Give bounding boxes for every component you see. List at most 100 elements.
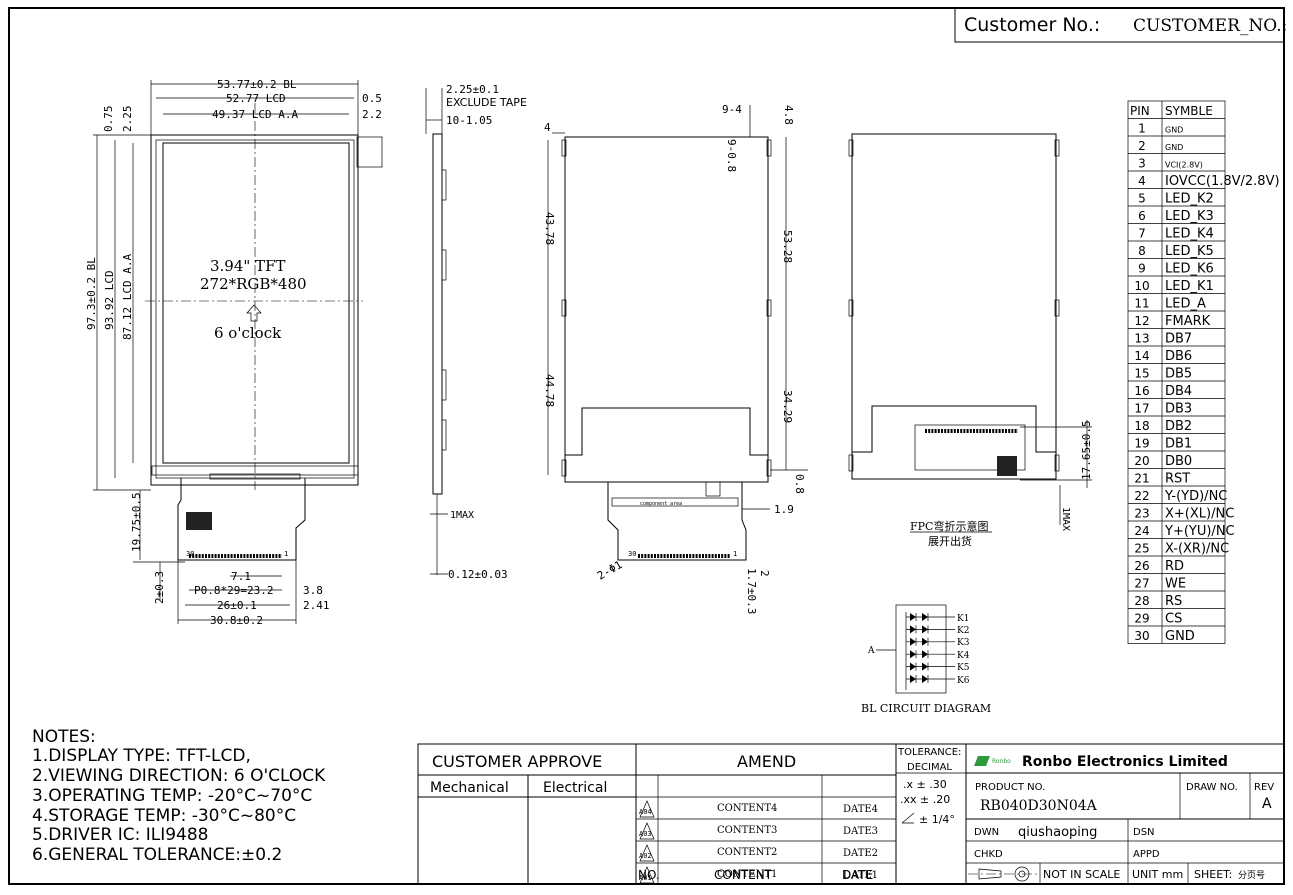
notes-title: NOTES:: [32, 727, 96, 747]
pin-symbol: WE: [1165, 577, 1186, 592]
pin-table-head-pin: PIN: [1130, 104, 1150, 118]
front-view: 53.77±0.2 BL 52.77 LCD 49.37 LCD A.A 0.5…: [85, 78, 383, 627]
fpc-fold-view: 17.65±0.5 1MAX FPC弯折示意图 展开出货: [848, 133, 1093, 548]
note-line-4: 4.STORAGE TEMP: -30°C~80°C: [32, 806, 296, 826]
backlight-outline: [150, 134, 359, 486]
tolerance-label: TOLERANCE:: [897, 747, 961, 758]
side-dim-10: 10-1.05: [446, 114, 492, 127]
dim-19-75: 19.75±0.5: [130, 492, 143, 552]
back-dim-4: 4: [544, 121, 551, 134]
pin-symbol: DB6: [1165, 349, 1192, 364]
side-outline: [432, 133, 443, 495]
bl-k5: K5: [957, 663, 970, 673]
company-name: Ronbo Electronics Limited: [1022, 754, 1228, 770]
fold-fpc: [914, 424, 1026, 471]
projection-symbol-icon: [968, 866, 1040, 882]
viewing-direction-label: 6 o'clock: [214, 324, 282, 342]
dim-aa-height: 87.12 LCD A.A: [121, 254, 134, 340]
back-dim-34-29: 34.29: [781, 390, 794, 423]
sheet-label: SHEET:: [1194, 868, 1232, 881]
note-line-2: 2.VIEWING DIRECTION: 6 O'CLOCK: [32, 766, 326, 786]
dim-30-8: 30.8±0.2: [210, 614, 263, 627]
customer-no-box: Customer No.: CUSTOMER_NO.:: [954, 7, 1287, 43]
side-dim-1max: 1MAX: [450, 510, 474, 521]
note-line-6: 6.GENERAL TOLERANCE:±0.2: [32, 845, 282, 865]
pin-symbol: DB5: [1165, 367, 1192, 382]
back-fpc: [607, 482, 747, 561]
pin-symbol: DB0: [1165, 454, 1192, 469]
pin-symbol: LED_K1: [1165, 279, 1214, 294]
led-diode-icon: [922, 637, 928, 646]
pin-number: 3: [1138, 157, 1146, 171]
fold-caption-2: 展开出货: [928, 534, 972, 548]
pin-number: 27: [1134, 577, 1149, 591]
amend-mark: A02: [639, 852, 652, 860]
amend-date: DATE2: [843, 848, 878, 859]
dwn-label: DWN: [974, 827, 999, 838]
amend-date: DATE3: [843, 826, 878, 837]
dim-26: 26±0.1: [217, 599, 257, 612]
pin-symbol: LED_K4: [1165, 227, 1214, 242]
amend-date: DATE4: [843, 804, 878, 815]
pin-symbol: X+(XL)/NC: [1165, 507, 1234, 522]
back-dim-9-4: 9-4: [722, 103, 742, 116]
tolerance-angle: ± 1/4°: [919, 813, 955, 826]
mechanical-label: Mechanical: [430, 780, 509, 796]
note-line-5: 5.DRIVER IC: ILI9488: [32, 825, 209, 845]
pin-symbol: DB7: [1165, 332, 1192, 347]
angle-icon: [901, 812, 915, 824]
bl-k1: K1: [957, 614, 969, 624]
pin-symbol: RST: [1165, 472, 1190, 487]
pin-number: 2: [1138, 139, 1146, 153]
bl-circuit-caption: BL CIRCUIT DIAGRAM: [861, 702, 991, 715]
revision-triangle-icon: [639, 866, 655, 884]
pin-symbol: GND: [1165, 143, 1183, 152]
pin-number: 26: [1134, 559, 1149, 573]
led-diode-icon: [922, 675, 928, 683]
dim-aa-width: 49.37 LCD A.A: [212, 108, 298, 121]
draw-no-label: DRAW NO.: [1186, 782, 1238, 793]
pin-number: 22: [1134, 489, 1149, 503]
back-pin-30: 30: [628, 550, 636, 558]
viewing-direction-arrow-icon: [246, 304, 262, 322]
unit-label: UNIT mm: [1132, 868, 1183, 881]
led-diode-icon: [910, 637, 916, 646]
bl-k6: K6: [957, 676, 970, 686]
amend-mark: A01: [639, 874, 652, 882]
pin-number: 30: [1134, 629, 1149, 643]
amend-mark: A04: [639, 808, 652, 816]
back-dim-2: 2: [758, 570, 771, 577]
pin-number: 28: [1134, 594, 1149, 608]
pin-number: 6: [1138, 209, 1146, 223]
company-logo-text: Ronbo: [992, 758, 1011, 765]
sheet-value: 分页号: [1238, 870, 1265, 881]
display-size-label: 3.94" TFT: [210, 257, 285, 275]
dim-2-25: 2.25: [121, 106, 134, 133]
active-area: [162, 142, 350, 464]
appd-label: APPD: [1133, 849, 1160, 860]
pin-symbol: GND: [1165, 629, 1195, 644]
amend-date-label: DATE: [842, 868, 873, 882]
pin-symbol: DB2: [1165, 419, 1192, 434]
amend-no-label: NO.: [638, 868, 660, 882]
dim-pitch: P0.8*29=23.2: [194, 584, 273, 597]
pin-number: 24: [1134, 524, 1149, 538]
company-logo-icon: [974, 756, 990, 766]
pin-symbol: RD: [1165, 559, 1184, 574]
dim-lcd-height: 93.92 LCD: [103, 270, 116, 330]
back-outline: [564, 136, 769, 483]
led-diode-icon: [922, 650, 928, 659]
component-area-label: component area: [640, 501, 682, 507]
product-no-label: PRODUCT NO.: [975, 782, 1045, 793]
dim-0-75: 0.75: [102, 106, 115, 133]
amend-content-label: CONTENT: [714, 868, 773, 882]
dim-lcd-width: 52.77 LCD: [226, 92, 286, 105]
pin-symbol: X-(XR)/NC: [1165, 542, 1229, 557]
back-dim-1-9: 1.9: [774, 503, 794, 516]
pin-symbol: DB4: [1165, 384, 1192, 399]
side-dim-012: 0.12±0.03: [448, 568, 508, 581]
pin-symbol: GND: [1165, 126, 1183, 135]
side-view: 2.25±0.1 EXCLUDE TAPE 10-1.05 1MAX 0.12±…: [425, 83, 527, 581]
